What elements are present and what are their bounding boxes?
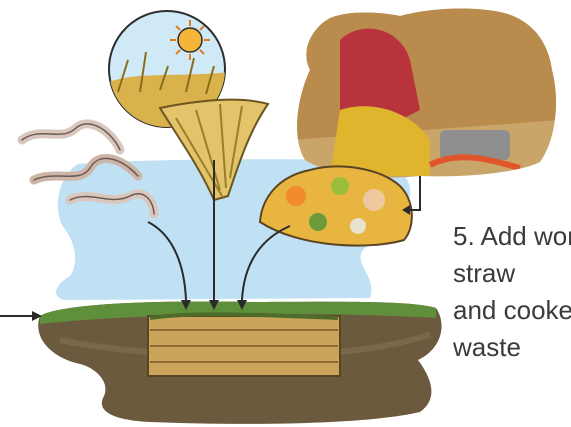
caption-line-2: straw — [453, 255, 571, 292]
caption-line-4: waste — [453, 329, 571, 366]
caption-line-3: and cooked food — [453, 292, 571, 329]
step-caption: 5. Add worms, straw and cooked food wast… — [453, 218, 571, 366]
sun-icon — [170, 20, 210, 60]
woman-cooking-icon — [290, 0, 560, 190]
caption-line-1: 5. Add worms, — [453, 218, 571, 255]
